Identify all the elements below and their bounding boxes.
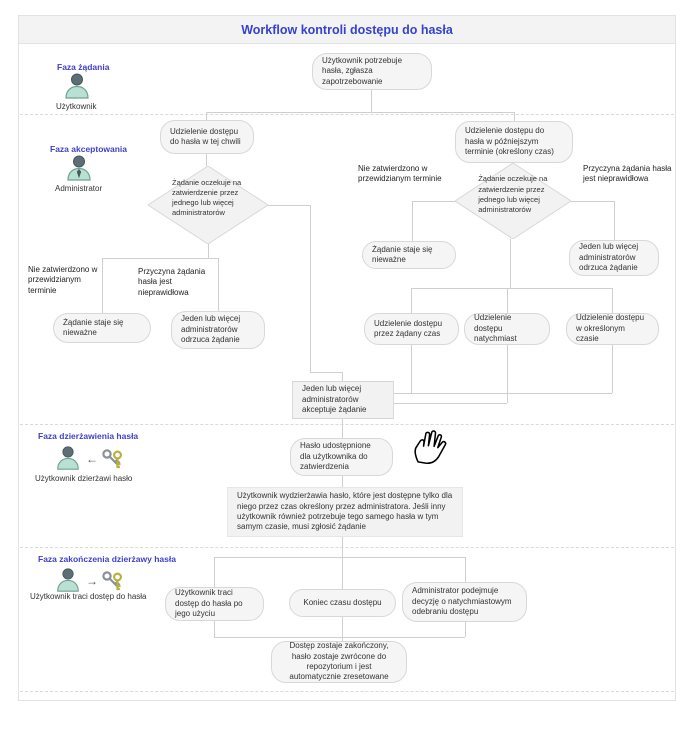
flow-node-reject-left: Jeden lub więcej administratorów odrzuca… xyxy=(171,311,265,349)
phase-3-label: Faza dzierżawienia hasła xyxy=(38,431,139,441)
connector-line xyxy=(218,258,219,311)
connector-line xyxy=(342,617,343,641)
edge-label-not-approved: Nie zatwierdzono w przewidzianym termini… xyxy=(28,265,98,295)
phase-separator xyxy=(20,691,674,692)
connector-line xyxy=(208,244,209,258)
flow-node-invalid-left: Żądanie staje się nieważne xyxy=(53,313,151,343)
connector-line xyxy=(206,112,515,113)
title-bar: Workflow kontroli dostępu do hasła xyxy=(19,16,675,44)
connector-line xyxy=(206,154,207,166)
connector-line xyxy=(342,557,343,589)
phase-separator xyxy=(20,547,674,548)
keys-icon xyxy=(100,570,126,599)
decision-left-text: Żądanie oczekuje na zatwierdzenie przez … xyxy=(172,177,242,218)
flow-node-accept: Jeden lub więcej administratorów akceptu… xyxy=(292,381,394,419)
connector-line xyxy=(514,112,515,121)
flow-node-final: Dostęp zostaje zakończony, hasło zostaje… xyxy=(271,641,407,683)
connector-line xyxy=(342,537,343,557)
connector-line xyxy=(412,201,413,241)
user-icon xyxy=(54,566,82,599)
connector-line xyxy=(465,622,466,637)
flow-node-grant-later: Udzielenie dostępu do hasła w późniejszy… xyxy=(455,121,573,163)
connector-line xyxy=(571,201,614,202)
edge-label-invalid-reason: Przyczyna żądania hasła jest nieprawidło… xyxy=(138,267,206,297)
phase-1-actor: Użytkownik xyxy=(56,102,97,111)
admin-icon xyxy=(64,153,94,188)
connector-line xyxy=(612,345,613,393)
connector-line xyxy=(214,557,465,558)
flow-node-start: Użytkownik potrzebuje hasła, zgłasza zap… xyxy=(312,53,432,90)
connector-line xyxy=(310,372,342,373)
flow-node-grant-now: Udzielenie dostępu do hasła w tej chwili xyxy=(160,120,254,154)
flow-node-grant-requested-time: Udzielenie dostępu przez żądany czas xyxy=(364,313,459,345)
decision-right-text: Żądanie oczekuje na zatwierdzenie przez … xyxy=(478,174,548,214)
connector-line xyxy=(411,345,412,393)
connector-line xyxy=(310,205,311,372)
user-icon xyxy=(62,71,92,106)
flow-node-admin-revoke: Administrator podejmuje decyzję o natych… xyxy=(402,582,527,622)
connector-line xyxy=(102,258,219,259)
connector-line xyxy=(411,288,612,289)
flow-node-grant-specified-time: Udzielenie dostępu w określonym czasie xyxy=(566,313,659,345)
phase-3-actor: Użytkownik dzierżawi hasło xyxy=(35,474,133,483)
phase-1-label: Faza żądania xyxy=(57,62,110,72)
connector-line xyxy=(612,288,613,313)
phase-4-label: Faza zakończenia dzierżawy hasła xyxy=(38,554,176,564)
decision-left: Żądanie oczekuje na zatwierdzenie przez … xyxy=(148,166,268,244)
connector-line xyxy=(412,201,455,202)
connector-line xyxy=(214,637,465,638)
edge-label-not-approved: Nie zatwierdzono w przewidzianym termini… xyxy=(358,164,442,184)
left-arrow-icon: ← xyxy=(86,452,98,466)
connector-line xyxy=(411,288,412,313)
connector-line xyxy=(206,112,207,120)
decision-right: Żądanie oczekuje na zatwierdzenie przez … xyxy=(455,163,571,239)
flow-node-invalid-right: Żądanie staje się nieważne xyxy=(362,241,456,269)
connector-line xyxy=(342,419,343,438)
page-title: Workflow kontroli dostępu do hasła xyxy=(241,22,453,37)
connector-line xyxy=(614,201,615,240)
connector-line xyxy=(371,90,372,112)
flow-node-time-end: Koniec czasu dostępu xyxy=(289,589,396,617)
hand-cursor-icon xyxy=(408,424,454,473)
connector-line xyxy=(510,239,511,288)
flow-node-lease-info: Użytkownik wydzierżawia hasło, które jes… xyxy=(227,487,463,537)
phase-2-actor: Administrator xyxy=(55,184,103,193)
connector-line xyxy=(507,288,508,313)
connector-line xyxy=(268,205,310,206)
flow-node-grant-immediate: Udzielenie dostępu natychmiast xyxy=(464,313,550,345)
phase-separator xyxy=(20,114,674,115)
phase-4-actor: Użytkownik traci dostęp do hasła xyxy=(30,592,147,601)
flow-node-lose-after-use: Użytkownik traci dostęp do hasła po jego… xyxy=(165,587,264,621)
connector-line xyxy=(342,476,343,487)
connector-line xyxy=(507,345,508,403)
connector-line xyxy=(465,557,466,582)
connector-line xyxy=(342,372,343,381)
connector-line xyxy=(214,621,215,637)
keys-icon xyxy=(100,448,126,477)
connector-line xyxy=(102,258,103,313)
connector-line xyxy=(214,557,215,587)
phase-separator xyxy=(20,424,674,425)
phase-2-label: Faza akceptowania xyxy=(50,144,128,154)
user-icon xyxy=(54,444,82,477)
edge-label-invalid-reason: Przyczyna żądania hasła jest nieprawidło… xyxy=(583,164,672,184)
flow-node-reject-right: Jeden lub więcej administratorów odrzuca… xyxy=(569,240,659,276)
connector-line xyxy=(394,393,612,394)
flow-node-password-available: Hasło udostępnione dla użytkownika do za… xyxy=(290,438,393,476)
right-arrow-icon: → xyxy=(86,574,98,588)
connector-line xyxy=(394,403,507,404)
